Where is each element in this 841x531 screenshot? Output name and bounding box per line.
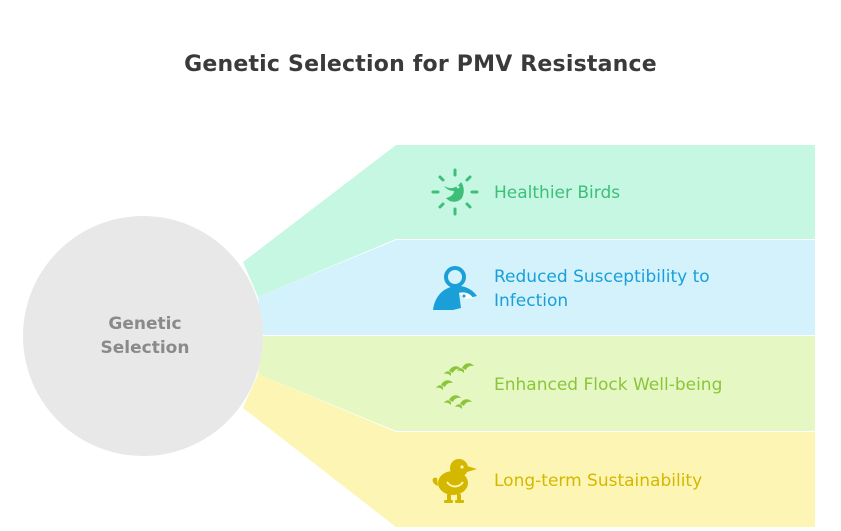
band-reduced-susceptibility — [258, 240, 815, 335]
item-label-line1: Enhanced Flock Well-being — [494, 375, 723, 395]
item-label-long-term: Long-term Sustainability — [494, 469, 702, 493]
item-label-line1: Reduced Susceptibility to — [494, 267, 710, 287]
protected-bird-icon — [433, 266, 477, 310]
center-label-line1: Genetic — [108, 314, 182, 334]
item-label-reduced-susceptibility: Reduced Susceptibility to Infection — [494, 265, 710, 313]
center-label: Genetic Selection — [40, 312, 250, 360]
sun-bird-icon — [431, 168, 479, 216]
band-enhanced-flock — [258, 336, 815, 431]
flock-icon — [436, 363, 474, 409]
item-label-line1: Healthier Birds — [494, 183, 621, 203]
item-label-line1: Long-term Sustainability — [494, 471, 703, 491]
item-label-line2: Infection — [494, 291, 569, 311]
chick-icon — [432, 459, 477, 503]
center-circle — [23, 216, 263, 456]
item-label-healthier-birds: Healthier Birds — [494, 181, 620, 205]
page-title: Genetic Selection for PMV Resistance — [184, 52, 657, 77]
band-healthier-birds — [243, 145, 815, 297]
center-label-line2: Selection — [100, 338, 190, 358]
band-long-term — [243, 374, 815, 527]
item-label-enhanced-flock: Enhanced Flock Well-being — [494, 373, 722, 397]
